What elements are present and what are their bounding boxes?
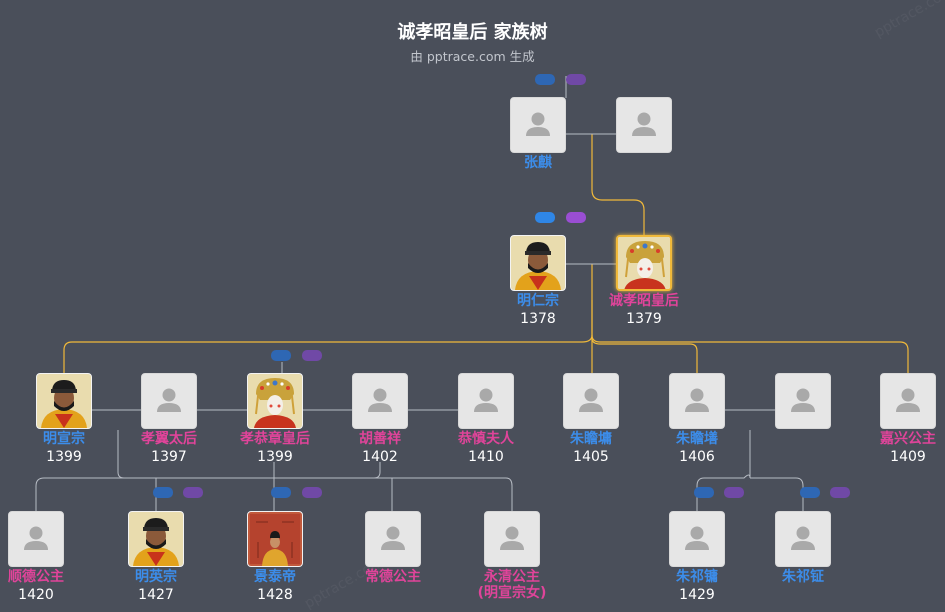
birth-year: 1399 bbox=[46, 449, 82, 465]
person-name[interactable]: 朱瞻墉 bbox=[570, 431, 612, 447]
expand-ancestors-paternal-toggle[interactable] bbox=[535, 74, 555, 85]
person-card-jiaxing[interactable] bbox=[880, 373, 936, 429]
birth-year: 1379 bbox=[626, 311, 662, 327]
connector-to-zhanshan bbox=[591, 337, 698, 374]
person-name[interactable]: 孝翼太后 bbox=[141, 431, 197, 447]
person-name[interactable]: 顺德公主 bbox=[8, 569, 64, 585]
birth-year: 1399 bbox=[257, 449, 293, 465]
person-placeholder-icon bbox=[485, 512, 539, 566]
person-card-xiaogong[interactable] bbox=[247, 373, 303, 429]
person-card-renzong[interactable] bbox=[510, 235, 566, 291]
person-placeholder-icon bbox=[353, 374, 407, 428]
portrait-image bbox=[248, 374, 302, 428]
expand-renzong-paternal-toggle[interactable] bbox=[535, 212, 555, 223]
person-placeholder-icon bbox=[670, 374, 724, 428]
expand-renzong-maternal-toggle[interactable] bbox=[566, 212, 586, 223]
person-placeholder-icon bbox=[511, 98, 565, 152]
birth-year: 1406 bbox=[679, 449, 715, 465]
person-name[interactable]: 朱瞻墡 bbox=[676, 431, 718, 447]
expand-qiyong-paternal-toggle[interactable] bbox=[694, 487, 714, 498]
birth-year: 1420 bbox=[18, 587, 54, 603]
person-card-focus[interactable] bbox=[616, 235, 672, 291]
person-placeholder-icon bbox=[459, 374, 513, 428]
person-name[interactable]: 景泰帝 bbox=[254, 569, 296, 585]
portrait-image bbox=[248, 512, 302, 566]
person-name[interactable]: 孝恭章皇后 bbox=[240, 431, 310, 447]
expand-yingzong-maternal-toggle[interactable] bbox=[183, 487, 203, 498]
person-card-zhangqi[interactable] bbox=[510, 97, 566, 153]
page-title: 诚孝昭皇后 家族树 bbox=[397, 22, 548, 43]
expand-jingtai-paternal-toggle[interactable] bbox=[271, 487, 291, 498]
expand-yingzong-paternal-toggle[interactable] bbox=[153, 487, 173, 498]
expand-jingtai-maternal-toggle[interactable] bbox=[302, 487, 322, 498]
person-placeholder-icon bbox=[142, 374, 196, 428]
person-name[interactable]: 明仁宗 bbox=[517, 293, 559, 309]
portrait-image bbox=[511, 236, 565, 290]
person-placeholder-icon bbox=[670, 512, 724, 566]
person-name[interactable]: 朱祁镛 bbox=[676, 569, 718, 585]
person-name[interactable]: 朱祁钲 bbox=[782, 569, 824, 585]
person-name[interactable]: 永清公主(明宣宗女) bbox=[477, 569, 547, 601]
person-placeholder-icon bbox=[564, 374, 618, 428]
person-card-qizheng[interactable] bbox=[775, 511, 831, 567]
person-card-zhanshan-spouse[interactable] bbox=[775, 373, 831, 429]
birth-year: 1397 bbox=[151, 449, 187, 465]
connector-zhangqi-to-focus bbox=[591, 134, 645, 236]
page-subtitle: 由 pptrace.com 生成 bbox=[410, 49, 535, 64]
person-card-qiyong[interactable] bbox=[669, 511, 725, 567]
expand-qizheng-paternal-toggle[interactable] bbox=[800, 487, 820, 498]
expand-ancestors-maternal-toggle[interactable] bbox=[566, 74, 586, 85]
expand-qiyong-maternal-toggle[interactable] bbox=[724, 487, 744, 498]
person-card-xuanzong[interactable] bbox=[36, 373, 92, 429]
person-name[interactable]: 诚孝昭皇后 bbox=[609, 293, 679, 309]
person-placeholder-icon bbox=[9, 512, 63, 566]
person-card-zhangqi-spouse[interactable] bbox=[616, 97, 672, 153]
person-card-shunde[interactable] bbox=[8, 511, 64, 567]
person-name[interactable]: 明宣宗 bbox=[43, 431, 85, 447]
birth-year: 1378 bbox=[520, 311, 556, 327]
birth-year: 1402 bbox=[362, 449, 398, 465]
birth-year: 1405 bbox=[573, 449, 609, 465]
person-card-gongshen[interactable] bbox=[458, 373, 514, 429]
person-name[interactable]: 嘉兴公主 bbox=[880, 431, 936, 447]
person-placeholder-icon bbox=[881, 374, 935, 428]
portrait-image bbox=[618, 237, 670, 289]
portrait-image bbox=[129, 512, 183, 566]
person-name[interactable]: 张麒 bbox=[524, 155, 552, 171]
birth-year: 1427 bbox=[138, 587, 174, 603]
person-name[interactable]: 恭慎夫人 bbox=[458, 431, 514, 447]
person-placeholder-icon bbox=[617, 98, 671, 152]
person-card-xiaoyi[interactable] bbox=[141, 373, 197, 429]
person-placeholder-icon bbox=[366, 512, 420, 566]
birth-year: 1409 bbox=[890, 449, 926, 465]
birth-year: 1429 bbox=[679, 587, 715, 603]
expand-xiaogong-maternal-toggle[interactable] bbox=[302, 350, 322, 361]
person-card-zhanshan[interactable] bbox=[669, 373, 725, 429]
person-placeholder-icon bbox=[776, 512, 830, 566]
connector-to-jiaxing bbox=[591, 334, 909, 374]
person-card-zhanyong[interactable] bbox=[563, 373, 619, 429]
person-name[interactable]: 常德公主 bbox=[365, 569, 421, 585]
person-placeholder-icon bbox=[776, 374, 830, 428]
person-card-hushanxiang[interactable] bbox=[352, 373, 408, 429]
expand-qizheng-maternal-toggle[interactable] bbox=[830, 487, 850, 498]
person-name[interactable]: 明英宗 bbox=[135, 569, 177, 585]
person-card-yingzong[interactable] bbox=[128, 511, 184, 567]
birth-year: 1410 bbox=[468, 449, 504, 465]
portrait-image bbox=[37, 374, 91, 428]
expand-xiaogong-paternal-toggle[interactable] bbox=[271, 350, 291, 361]
person-name[interactable]: 胡善祥 bbox=[359, 431, 401, 447]
birth-year: 1428 bbox=[257, 587, 293, 603]
person-card-changde[interactable] bbox=[365, 511, 421, 567]
person-card-jingtai[interactable] bbox=[247, 511, 303, 567]
person-card-yongqing[interactable] bbox=[484, 511, 540, 567]
